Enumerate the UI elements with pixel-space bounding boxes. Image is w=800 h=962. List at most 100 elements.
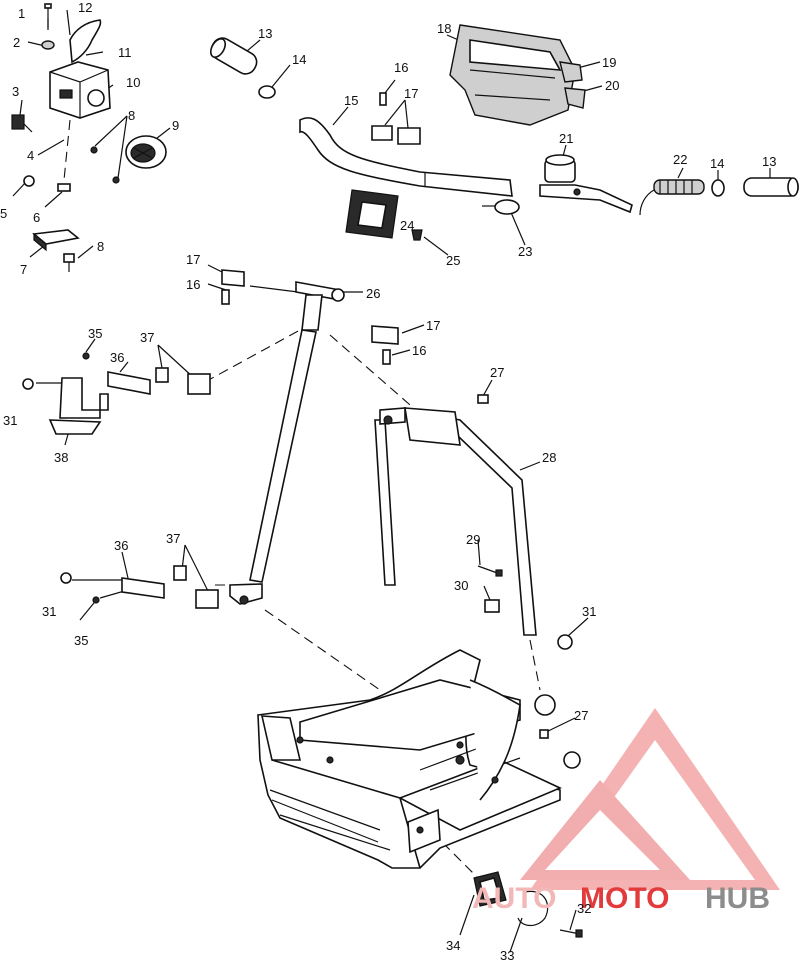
gauge-part-18 xyxy=(449,24,576,126)
callout-16-left: 16 xyxy=(186,277,200,292)
grip-part-13a xyxy=(209,37,258,75)
callout-labels: 1 2 12 11 3 10 8 9 4 5 6 7 8 13 14 16 17… xyxy=(0,0,776,962)
plug-part-14b xyxy=(711,179,725,197)
callout-9: 9 xyxy=(172,118,179,133)
lever-part-11 xyxy=(69,19,102,64)
screw-part-8a xyxy=(90,146,120,184)
callout-17-right: 17 xyxy=(426,318,440,333)
callout-4: 4 xyxy=(27,148,34,163)
brake-lever-part-21 xyxy=(539,154,633,214)
callout-17-left: 17 xyxy=(186,252,200,267)
callout-29: 29 xyxy=(466,532,480,547)
screw-part-35b xyxy=(92,596,100,604)
callout-26: 26 xyxy=(366,286,380,301)
callout-16-right: 16 xyxy=(412,343,426,358)
screw-part-8b xyxy=(63,253,75,272)
bolt-part-16b xyxy=(221,289,230,305)
callout-3: 3 xyxy=(12,84,19,99)
callout-16-top: 16 xyxy=(394,60,408,75)
watermark-text: AUTO MOTO HUB xyxy=(472,882,770,915)
steering-post-part-26 xyxy=(229,281,345,605)
chassis-frame xyxy=(257,649,581,869)
callout-13-left: 13 xyxy=(258,26,272,41)
callout-22: 22 xyxy=(673,152,687,167)
callout-27-lower: 27 xyxy=(574,708,588,723)
bolt-part-16c xyxy=(382,349,391,365)
watermark-auto: AUTO xyxy=(472,882,556,915)
callout-37-upper: 37 xyxy=(140,330,154,345)
bushing-part-37b xyxy=(173,565,219,609)
callout-35-upper: 35 xyxy=(88,326,102,341)
clip-part-25 xyxy=(411,229,423,241)
callout-14-right: 14 xyxy=(710,156,724,171)
callout-8-lower: 8 xyxy=(97,239,104,254)
switch-part-3 xyxy=(11,114,33,133)
nut-part-31b xyxy=(60,572,72,584)
bolt-part-29 xyxy=(477,565,503,577)
callout-38: 38 xyxy=(54,450,68,465)
clamp-part-17c xyxy=(371,325,399,345)
bushing-part-37a xyxy=(155,367,211,395)
callout-36-lower: 36 xyxy=(114,538,128,553)
callout-11: 11 xyxy=(118,45,132,60)
callout-1: 1 xyxy=(18,6,25,21)
callout-18: 18 xyxy=(437,21,451,36)
callout-10: 10 xyxy=(126,75,140,90)
callout-32: 32 xyxy=(577,901,591,916)
callout-36-upper: 36 xyxy=(110,350,124,365)
grip-part-13b xyxy=(743,177,799,197)
callout-24: 24 xyxy=(400,218,414,233)
callout-34: 34 xyxy=(446,938,460,953)
watermark-moto: MOTO xyxy=(580,882,669,915)
washer-part-2 xyxy=(41,40,55,50)
callout-15: 15 xyxy=(344,93,358,108)
screw-part-35a xyxy=(82,352,90,360)
callout-27-upper: 27 xyxy=(490,365,504,380)
bulb-part-20 xyxy=(564,87,586,109)
clamp-part-33 xyxy=(517,890,549,927)
support-hoop-part-28 xyxy=(374,407,537,636)
nut-part-5 xyxy=(23,175,35,187)
callout-20: 20 xyxy=(605,78,619,93)
callout-13-right: 13 xyxy=(762,154,776,169)
bracket-part-38 xyxy=(48,377,109,435)
screw-part-32 xyxy=(559,929,583,938)
throttle-cable-part-23 xyxy=(482,199,520,215)
screw-part-27a xyxy=(477,394,489,404)
module-part-24 xyxy=(345,189,399,239)
spring-part-22 xyxy=(639,179,705,216)
lens-part-19 xyxy=(559,61,583,83)
watermark-logo xyxy=(520,708,780,890)
nut-part-31c xyxy=(557,634,573,650)
switch-housing-part-10 xyxy=(49,61,111,119)
callout-31-left-upper: 31 xyxy=(3,413,17,428)
bolt-part-1 xyxy=(44,3,52,30)
callout-23: 23 xyxy=(518,244,532,259)
callout-21: 21 xyxy=(559,131,573,146)
callout-33: 33 xyxy=(500,948,514,962)
callout-2: 2 xyxy=(13,35,20,50)
knob-part-9 xyxy=(125,135,167,169)
callout-7: 7 xyxy=(20,262,27,277)
callout-37-lower: 37 xyxy=(166,531,180,546)
callout-6: 6 xyxy=(33,210,40,225)
handlebar-part-15 xyxy=(299,117,513,197)
watermark-hub: HUB xyxy=(705,882,770,915)
plate-part-7 xyxy=(32,229,80,252)
callout-31-right: 31 xyxy=(582,604,596,619)
bolt-part-30 xyxy=(484,599,500,613)
callout-25: 25 xyxy=(446,253,460,268)
callout-12: 12 xyxy=(78,0,92,15)
callout-8-upper: 8 xyxy=(128,108,135,123)
nut-part-31a xyxy=(22,378,34,390)
callout-28: 28 xyxy=(542,450,556,465)
callout-5: 5 xyxy=(0,206,7,221)
grommet-part-34 xyxy=(473,871,507,907)
bracket-part-36b xyxy=(121,577,165,599)
callout-17-top: 17 xyxy=(404,86,418,101)
plug-part-14a xyxy=(258,85,276,99)
callout-31-left-lower: 31 xyxy=(42,604,56,619)
screw-part-27b xyxy=(539,729,549,739)
bracket-part-36a xyxy=(107,371,151,395)
